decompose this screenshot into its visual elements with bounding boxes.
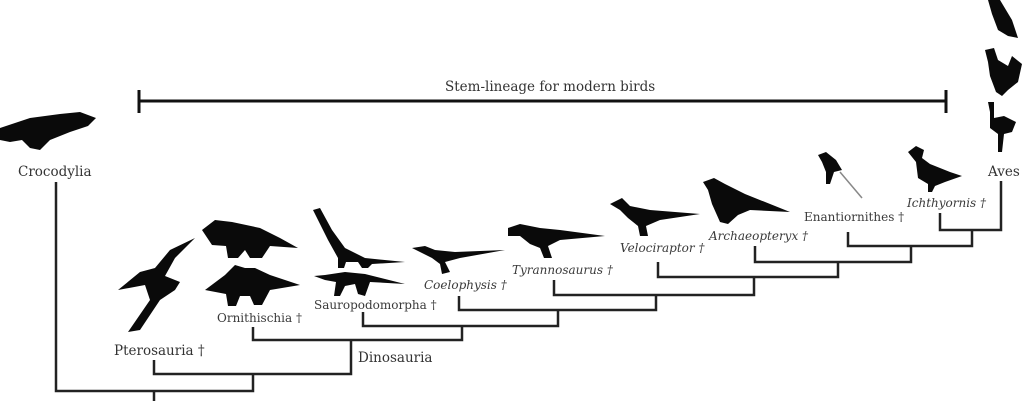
prosauropod-silhouette xyxy=(314,272,405,296)
branch-root xyxy=(54,182,255,401)
rooster-silhouette xyxy=(985,48,1022,96)
sauropod-silhouette xyxy=(313,208,405,268)
branch-tyrannosaurus xyxy=(552,277,756,297)
label-aves: Aves xyxy=(988,164,1020,180)
branch-ichthyornis xyxy=(938,181,1003,232)
archaeopteryx-silhouette xyxy=(703,178,790,224)
enantiornithes-silhouette xyxy=(818,152,863,199)
crocodile-silhouette xyxy=(0,112,96,150)
branch-theropoda xyxy=(457,295,658,312)
branch-enantiornithes xyxy=(846,230,974,248)
branch-archaeopteryx xyxy=(753,246,913,264)
label-archaeopteryx: Archaeopteryx † xyxy=(709,229,809,243)
label-crocodylia: Crocodylia xyxy=(18,164,92,180)
tree-branches xyxy=(54,181,1003,401)
branch-dinosauria xyxy=(251,326,464,342)
tyrannosaurus-silhouette xyxy=(508,224,605,258)
coelophysis-silhouette xyxy=(412,246,505,274)
label-sauropodomorpha: Sauropodomorpha † xyxy=(314,298,437,312)
label-pterosauria: Pterosauria † xyxy=(114,343,205,359)
label-ornithischia: Ornithischia † xyxy=(217,311,302,325)
ostrich-silhouette xyxy=(988,102,1016,152)
pterosaur-silhouette xyxy=(118,238,195,332)
label-enantiornithes: Enantiornithes † xyxy=(804,210,905,224)
velociraptor-silhouette xyxy=(610,198,700,236)
label-tyrannosaurus: Tyrannosaurus † xyxy=(512,263,613,277)
label-dinosauria: Dinosauria xyxy=(358,350,433,366)
stem-lineage-bar xyxy=(137,90,948,113)
branch-pterosauria xyxy=(152,340,353,376)
crow-silhouette xyxy=(988,0,1018,38)
branch-velociraptor xyxy=(656,262,840,279)
ichthyornis-silhouette xyxy=(908,146,962,192)
branch-saurischia xyxy=(361,310,560,328)
label-velociraptor: Velociraptor † xyxy=(620,241,705,255)
stegosaurus-silhouette xyxy=(205,265,300,306)
label-ichthyornis: Ichthyornis † xyxy=(907,196,987,210)
stem-lineage-label: Stem-lineage for modern birds xyxy=(445,79,656,95)
label-coelophysis: Coelophysis † xyxy=(424,278,507,292)
triceratops-silhouette xyxy=(202,220,298,258)
